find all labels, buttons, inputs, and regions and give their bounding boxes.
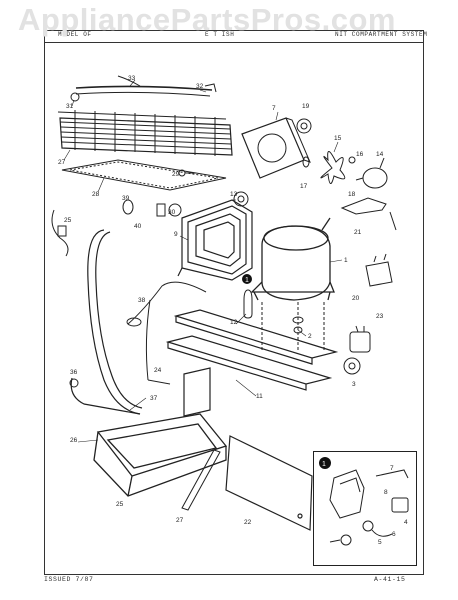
inset-marker: 1: [322, 461, 326, 468]
callout-28: 27: [58, 159, 66, 166]
inset-callout-6: 6: [392, 531, 396, 538]
inset-detail-box: [313, 451, 417, 566]
inset-callout-4: 4: [404, 519, 408, 526]
access-panel-22: [225, 435, 313, 531]
inset-callout-7: 7: [390, 465, 394, 472]
condenser-28: [57, 110, 233, 156]
drier-32: [70, 92, 80, 102]
callout-marker-compressor: 1: [245, 277, 249, 284]
fan-shroud-10: [241, 117, 311, 179]
grommet-19: [296, 118, 312, 134]
callout-27: 27: [176, 517, 184, 524]
callout-12: 11: [256, 393, 263, 400]
diagram-frame: [44, 30, 424, 575]
header-model: MODEL OF: [58, 31, 92, 38]
condenser-shroud-29: [61, 159, 227, 191]
footer-page-code: A-41-15: [374, 576, 406, 583]
cord-25: [51, 209, 69, 257]
callout-30: 29: [172, 171, 180, 178]
callout-25-cord: 25: [64, 217, 72, 224]
callout-3: 3: [352, 381, 356, 388]
fan-motor-14: [355, 157, 388, 189]
callout-26: 26: [70, 437, 78, 444]
callout-19: 19: [302, 103, 310, 110]
inset-callout-8: 8: [384, 489, 388, 496]
inset-callout-5: 5: [378, 539, 382, 546]
tube-assembly-34: [75, 85, 213, 91]
callout-13: 12: [230, 319, 238, 326]
fan-blade-15: [320, 151, 346, 184]
callout-16: 16: [356, 151, 364, 158]
drain-pan-25: [93, 413, 228, 497]
footer-issued: ISSUED 7/87: [44, 576, 94, 583]
callout-32: 31: [66, 103, 74, 110]
header-finish: E T ISH: [205, 31, 235, 38]
callout-17: 17: [300, 183, 308, 190]
callout-29: 28: [92, 191, 100, 198]
callout-33: 32: [196, 83, 204, 90]
callout-37: 37: [150, 395, 158, 402]
callout-23: 23: [376, 313, 384, 320]
callout-40: 40: [134, 223, 142, 230]
callout-36: 36: [70, 369, 78, 376]
watermark: AppliancePartsPros.com: [18, 2, 396, 37]
callout-14: 14: [376, 151, 384, 158]
callout-11: 13: [230, 191, 238, 198]
callout-22: 22: [244, 519, 252, 526]
callout-39: 39: [122, 195, 130, 202]
callout-2: 2: [308, 333, 312, 340]
capacitor-20: [365, 253, 393, 287]
callout-1: 1: [344, 257, 348, 264]
callout-10: 7: [272, 105, 276, 112]
tubing-36: [70, 229, 143, 415]
bracket-27: [181, 449, 221, 511]
header-rule: [44, 42, 424, 43]
motor-bracket-18: [340, 197, 387, 215]
callout-34: 33: [128, 75, 136, 82]
callout-21: 21: [354, 229, 362, 236]
compressor-1: [250, 217, 335, 301]
callout-25: 25: [116, 501, 124, 508]
callout-18: 18: [348, 191, 356, 198]
callout-38: 38: [138, 297, 146, 304]
callout-15: 15: [334, 135, 342, 142]
header-system: NIT COMPARTMENT SYSTEM: [335, 31, 428, 38]
overload-3: [343, 357, 361, 375]
callout-24: 24: [154, 367, 162, 374]
callout-9: 9: [174, 231, 178, 238]
relay-23: [349, 325, 371, 353]
mounting-rails-12: [165, 309, 339, 417]
callout-31: 30: [168, 209, 176, 216]
callout-20: 20: [352, 295, 360, 302]
harness-38: [127, 281, 207, 325]
drier-13: [243, 289, 253, 319]
